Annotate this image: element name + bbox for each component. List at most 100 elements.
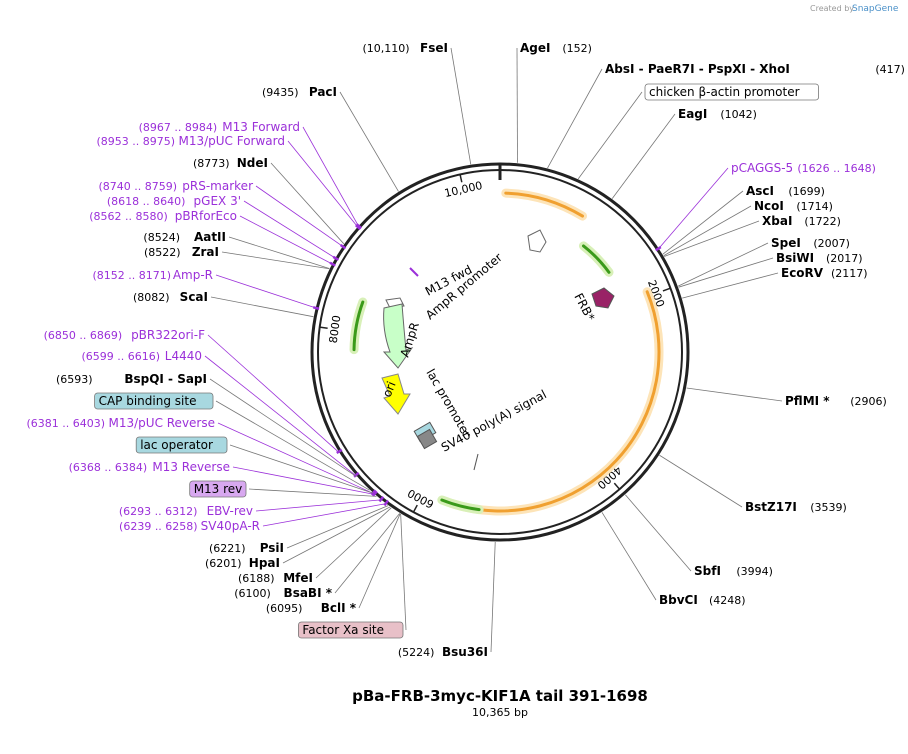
primer-site-mark: [655, 245, 662, 252]
leader-line: [207, 334, 339, 453]
label-name: pBR322ori-F: [131, 328, 205, 342]
credit-text: Created by: [810, 4, 854, 13]
label-name: BsaBI *: [284, 586, 333, 600]
leader-line: [239, 215, 332, 265]
label-position: (2017): [826, 252, 863, 265]
feature-labels: AgeI(152)AbsI - PaeR7I - PspXI - XhoI(41…: [26, 41, 905, 659]
label-bcli: BclI * (6095): [266, 601, 357, 615]
primer-site-mark: [332, 255, 340, 261]
label-position: (8082): [133, 291, 170, 304]
label-asci: AscI(1699): [746, 184, 825, 198]
scale-tick: [613, 482, 621, 490]
label-name: SbfI: [694, 564, 721, 578]
label-name: EagI: [678, 107, 707, 121]
frb-arrow: [591, 287, 615, 309]
label-bsu36i: Bsu36I(5224): [398, 645, 488, 659]
leader-line: [611, 113, 676, 199]
sv40-small-block: [416, 428, 438, 450]
label-name: ZraI: [192, 245, 219, 259]
label-position: (8562 .. 8580): [89, 210, 168, 223]
leader-line: [255, 185, 343, 247]
leader-line: [662, 190, 744, 255]
label-position: (2007): [813, 237, 850, 250]
leader-line: [229, 444, 373, 494]
label-sv40pa-r: SV40pA-R(6239 .. 6258): [119, 519, 260, 533]
label-name: SV40pA-R: [201, 519, 260, 533]
label-position: (8953 .. 8975): [96, 135, 175, 148]
leader-line: [577, 91, 643, 180]
label-bbvci: BbvCI(4248): [659, 593, 746, 607]
label-name: AbsI - PaeR7I - PspXI - XhoI: [605, 62, 790, 76]
label-ecorv: EcoRV (2117): [781, 266, 868, 280]
label-name: XbaI: [762, 214, 792, 228]
label-name: FseI: [420, 41, 448, 55]
label-l4440: L4440(6599 .. 6616): [81, 349, 202, 363]
label-name: EcoRV: [781, 266, 824, 280]
label-position: (6221): [209, 542, 246, 555]
primer-site-mark: [312, 306, 320, 310]
label-position: (10,110): [363, 42, 410, 55]
label-position: (8773): [193, 157, 230, 170]
chicken-actin-promoter-arc: [504, 191, 585, 218]
label-name: M13 Reverse: [152, 460, 230, 474]
label-chicken-actin-promoter: chicken β-actin promoter: [644, 83, 820, 101]
label-psii: PsiI (6221): [209, 541, 284, 555]
label-box: [94, 392, 214, 410]
label-name: BclI *: [321, 601, 357, 615]
label-m13-puc-forward: M13/pUC Forward(8953 .. 8975): [96, 134, 285, 148]
label-box: [135, 436, 228, 454]
label-bsiwi: BsiWI(2017): [776, 251, 863, 265]
label-prs-marker: pRS-marker(8740 .. 8759): [98, 179, 253, 193]
label-pcaggs-5: pCAGGS-5(1626 .. 1648): [731, 161, 876, 175]
label-name: pCAGGS-5: [731, 161, 793, 175]
label-position: (2906): [850, 395, 887, 408]
scale-tick-label: 6000: [405, 486, 436, 511]
leader-line: [286, 505, 389, 549]
label-name: M13 rev: [194, 482, 243, 496]
leader-line: [659, 454, 743, 508]
label-position: (8524): [143, 231, 180, 244]
chicken-actin-promoter-glow: [501, 188, 588, 221]
label-position: (4248): [709, 594, 746, 607]
label-position: (6100): [234, 587, 271, 600]
sv40-green-arc: [440, 498, 481, 512]
primer-site-mark: [378, 496, 385, 503]
leader-line: [209, 378, 357, 478]
leader-line: [625, 494, 692, 572]
label-agei: AgeI(152): [520, 41, 592, 55]
label-m13-rev: M13 rev: [189, 480, 247, 498]
primer-site-mark: [371, 490, 378, 497]
backbone-inner-ring: [317, 169, 683, 535]
inner-label-ori: ori: [380, 379, 399, 399]
label-name: AscI: [746, 184, 774, 198]
leader-line: [334, 513, 401, 594]
leader-line: [663, 205, 752, 257]
label-position: (9435): [262, 86, 299, 99]
leader-line: [210, 296, 314, 318]
scale-tick-label: 8000: [327, 314, 344, 344]
leader-line: [678, 257, 774, 288]
label-m13-forward: M13 Forward(8967 .. 8984): [139, 120, 300, 134]
label-name: ScaI: [180, 290, 208, 304]
label-position: (1722): [804, 215, 841, 228]
leader-line: [282, 506, 391, 564]
label-position: (152): [562, 42, 592, 55]
brand-text: SnapGene: [852, 4, 899, 14]
label-name: PsiI: [260, 541, 284, 555]
leader-line: [450, 47, 472, 165]
feature-arcs: [349, 188, 664, 516]
label-position: (6095): [266, 602, 303, 615]
label-name: BspQI - SapI: [124, 372, 207, 386]
label-name: pGEX 3': [194, 194, 241, 208]
label-position: (3994): [736, 565, 773, 578]
label-position: (2117): [831, 267, 868, 280]
backbone-outer-ring: [310, 162, 690, 542]
label-position: (6368 .. 6384): [69, 461, 148, 474]
label-box: [644, 83, 820, 101]
label-box: [189, 480, 247, 498]
label-lac-operator: lac operator: [135, 436, 228, 454]
label-paci: PacI(9435): [262, 85, 337, 99]
label-fsei: FseI (10,110): [363, 41, 448, 55]
primer-site-mark: [329, 261, 336, 267]
